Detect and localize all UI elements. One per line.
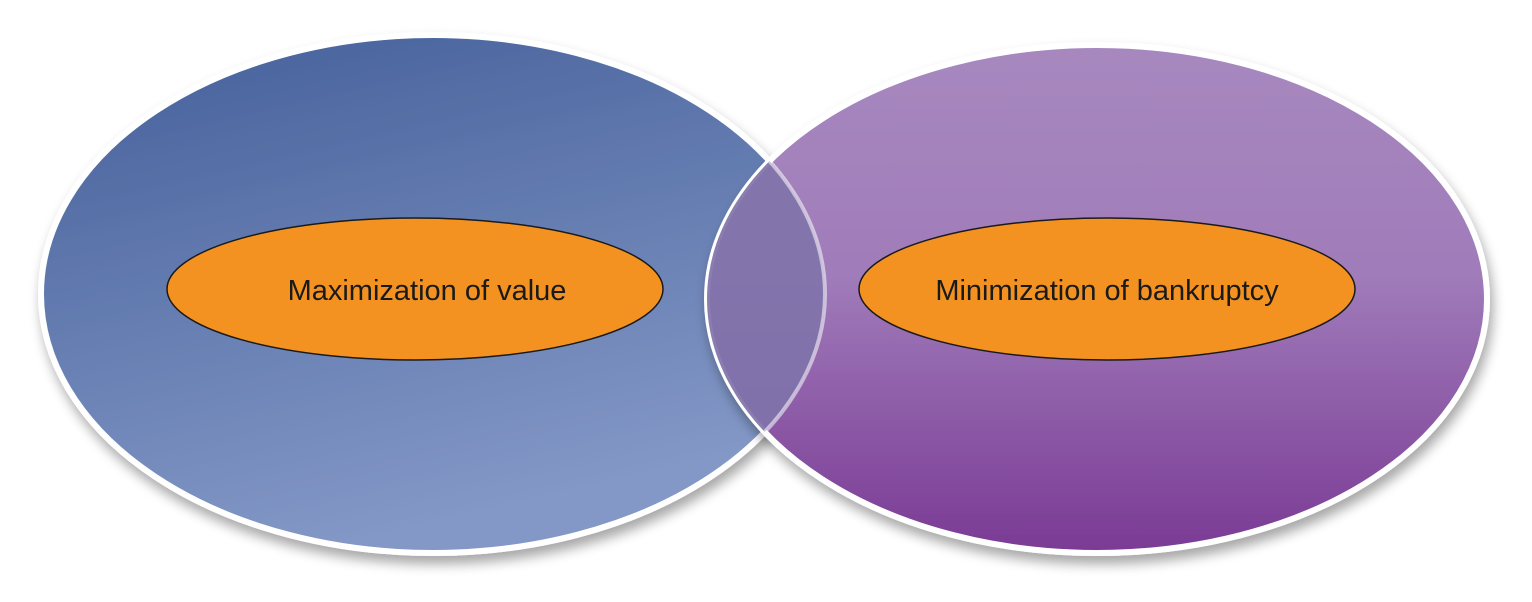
left-label-ellipse xyxy=(166,217,664,361)
left-label: Maximization of value xyxy=(288,275,567,307)
left-circle-overlap-outline xyxy=(707,45,827,553)
right-label: Minimization of bankruptcy xyxy=(935,275,1279,307)
right-label-ellipse xyxy=(858,217,1356,361)
